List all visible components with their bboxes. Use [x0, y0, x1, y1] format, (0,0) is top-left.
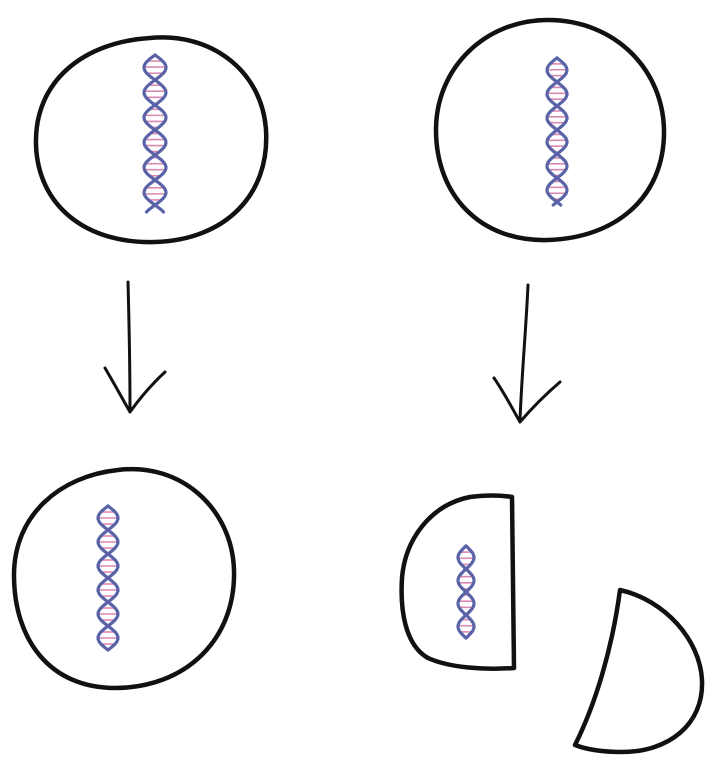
left-bottom-cell [14, 469, 234, 688]
left-top-cell [36, 37, 266, 242]
dna-helix-icon [144, 55, 166, 212]
right-arrow [494, 285, 560, 422]
dna-helix-icon [547, 58, 567, 205]
dna-strand-b [98, 506, 118, 650]
left-arrow-shaft [128, 282, 130, 410]
left-bottom-cell-body [14, 469, 234, 688]
dna-strand-b [458, 546, 474, 638]
right-top-cell-body [436, 20, 664, 240]
left-arrow-head [105, 368, 165, 412]
right-arrow-head [494, 378, 560, 422]
dna-helix-icon [98, 506, 118, 650]
right-arrow-shaft [520, 285, 528, 420]
right-bottom-half-cell [402, 496, 514, 669]
dna-helix-icon [458, 546, 474, 638]
right-top-cell [436, 20, 664, 240]
detached-fragment [575, 590, 702, 752]
left-arrow [105, 282, 165, 412]
detached-fragment-body [575, 590, 702, 752]
